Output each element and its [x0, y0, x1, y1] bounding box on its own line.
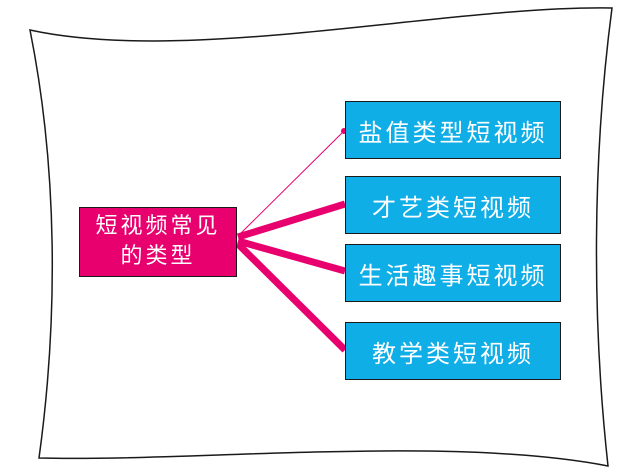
connector-line — [237, 130, 345, 237]
connector-line — [237, 237, 346, 275]
leaf-node: 盐值类型短视频 — [345, 101, 561, 159]
leaf-node: 生活趣事短视频 — [345, 244, 561, 302]
leaf-node: 才艺类短视频 — [345, 176, 561, 234]
leaf-node-label: 才艺类短视频 — [372, 193, 534, 222]
leaf-node-label: 教学类短视频 — [372, 339, 534, 368]
connector-line — [235, 241, 348, 353]
leaf-node-label: 盐值类型短视频 — [358, 118, 548, 147]
root-node-label: 短视频常见的类型 — [95, 214, 221, 269]
connector-line — [236, 200, 347, 241]
root-node: 短视频常见的类型 — [79, 207, 237, 277]
leaf-node: 教学类短视频 — [345, 322, 561, 380]
leaf-node-label: 生活趣事短视频 — [358, 261, 548, 290]
